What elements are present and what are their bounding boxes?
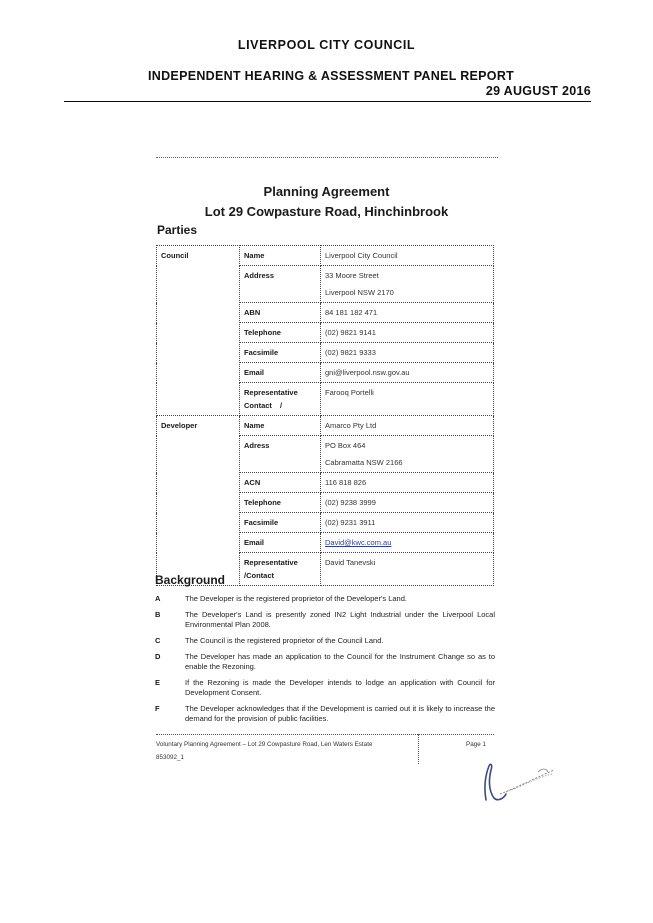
field-label: Telephone bbox=[239, 322, 321, 343]
field-label: ACN bbox=[239, 472, 321, 493]
address-line: PO Box 464 bbox=[325, 441, 366, 450]
table-row: Facsimile (02) 9821 9333 bbox=[157, 342, 494, 363]
recital-letter: A bbox=[155, 594, 161, 603]
list-item: D The Developer has made an application … bbox=[155, 652, 495, 672]
developer-name-value: Amarco Pty Ltd bbox=[320, 415, 494, 436]
footer-reference: 853092_1 bbox=[156, 754, 185, 761]
parties-heading: Parties bbox=[157, 223, 198, 237]
handwritten-signature-icon bbox=[484, 763, 555, 801]
council-header: LIVERPOOL CITY COUNCIL bbox=[237, 38, 416, 52]
council-email-value: gni@liverpool.nsw.gov.au bbox=[320, 362, 494, 383]
recital-letter: B bbox=[155, 610, 161, 619]
rep-separator: / bbox=[280, 401, 283, 410]
developer-party-label: Developer bbox=[156, 415, 240, 586]
council-rep-value: Farooq Portelli bbox=[320, 382, 494, 416]
background-heading: Background bbox=[155, 573, 226, 587]
footer-page-number: Page 1 bbox=[466, 741, 486, 748]
field-label: Name bbox=[239, 415, 321, 436]
field-label: Telephone bbox=[239, 492, 321, 513]
field-label: Name bbox=[239, 245, 321, 266]
footer-document-name: Voluntary Planning Agreement – Lot 29 Co… bbox=[156, 741, 373, 748]
list-item: E If the Rezoning is made the Developer … bbox=[155, 678, 495, 698]
council-abn-value: 84 181 182 471 bbox=[320, 302, 494, 323]
developer-email-value: David@kwc.com.au bbox=[320, 532, 494, 553]
council-telephone-value: (02) 9821 9141 bbox=[320, 322, 494, 343]
address-line: 33 Moore Street bbox=[325, 271, 379, 280]
recital-letter: F bbox=[155, 704, 160, 713]
field-label: Facsimile bbox=[239, 342, 321, 363]
field-label: Address bbox=[239, 265, 321, 303]
report-date: 29 AUGUST 2016 bbox=[485, 84, 591, 98]
background-list: A The Developer is the registered propri… bbox=[155, 594, 495, 730]
field-label: ABN bbox=[239, 302, 321, 323]
field-label: Email bbox=[239, 362, 321, 383]
panel-report-header: INDEPENDENT HEARING & ASSESSMENT PANEL R… bbox=[148, 69, 515, 83]
recital-text: The Developer is the registered propriet… bbox=[185, 594, 407, 603]
recital-text: The Council is the registered proprietor… bbox=[185, 636, 384, 645]
council-name-value: Liverpool City Council bbox=[320, 245, 494, 266]
document-title: Planning Agreement bbox=[263, 184, 390, 199]
address-line: Liverpool NSW 2170 bbox=[325, 288, 394, 297]
list-item: A The Developer is the registered propri… bbox=[155, 594, 495, 604]
recital-text: The Developer's Land is presently zoned … bbox=[185, 610, 495, 629]
developer-facsimile-value: (02) 9231 3911 bbox=[320, 512, 494, 533]
table-row: Telephone (02) 9821 9141 bbox=[157, 322, 494, 343]
document-subtitle: Lot 29 Cowpasture Road, Hinchinbrook bbox=[204, 204, 449, 219]
table-row: Developer Name Amarco Pty Ltd bbox=[156, 415, 494, 586]
rep-label-text: Representative Contact bbox=[244, 388, 298, 410]
page-top-dotted-rule bbox=[156, 157, 498, 158]
recital-letter: D bbox=[155, 652, 161, 661]
field-label: Representative /Contact bbox=[239, 552, 321, 586]
table-row: Adress PO Box 464 Cabramatta NSW 2166 bbox=[157, 435, 494, 473]
field-label: Representative Contact / bbox=[239, 382, 321, 416]
table-row: Council Name Liverpool City Council bbox=[156, 245, 494, 416]
developer-acn-value: 116 818 826 bbox=[320, 472, 494, 493]
parties-table: Council Name Liverpool City Council Addr… bbox=[156, 245, 494, 586]
council-address-value: 33 Moore Street Liverpool NSW 2170 bbox=[320, 265, 494, 303]
recital-text: The Developer acknowledges that if the D… bbox=[185, 704, 495, 723]
table-row: Telephone (02) 9238 3999 bbox=[157, 492, 494, 513]
developer-rep-value: David Tanevski bbox=[320, 552, 494, 586]
table-row: Representative Contact / Farooq Portelli bbox=[157, 382, 494, 416]
field-label: Facsimile bbox=[239, 512, 321, 533]
footer-column-divider bbox=[418, 734, 419, 764]
recital-letter: E bbox=[155, 678, 161, 687]
recital-text: If the Rezoning is made the Developer in… bbox=[185, 678, 495, 697]
address-line: Cabramatta NSW 2166 bbox=[325, 458, 403, 467]
developer-email-link[interactable]: David@kwc.com.au bbox=[325, 538, 392, 547]
recital-text: The Developer has made an application to… bbox=[185, 652, 495, 671]
footer-divider bbox=[156, 734, 494, 735]
field-label: Adress bbox=[239, 435, 321, 473]
field-label: Email bbox=[239, 532, 321, 553]
recital-letter: C bbox=[155, 636, 161, 645]
list-item: C The Council is the registered propriet… bbox=[155, 636, 495, 646]
council-party-label: Council bbox=[156, 245, 240, 416]
council-facsimile-value: (02) 9821 9333 bbox=[320, 342, 494, 363]
developer-telephone-value: (02) 9238 3999 bbox=[320, 492, 494, 513]
header-divider bbox=[64, 101, 591, 102]
list-item: B The Developer's Land is presently zone… bbox=[155, 610, 495, 630]
developer-address-value: PO Box 464 Cabramatta NSW 2166 bbox=[320, 435, 494, 473]
list-item: F The Developer acknowledges that if the… bbox=[155, 704, 495, 724]
table-row: Representative /Contact David Tanevski bbox=[157, 552, 494, 586]
